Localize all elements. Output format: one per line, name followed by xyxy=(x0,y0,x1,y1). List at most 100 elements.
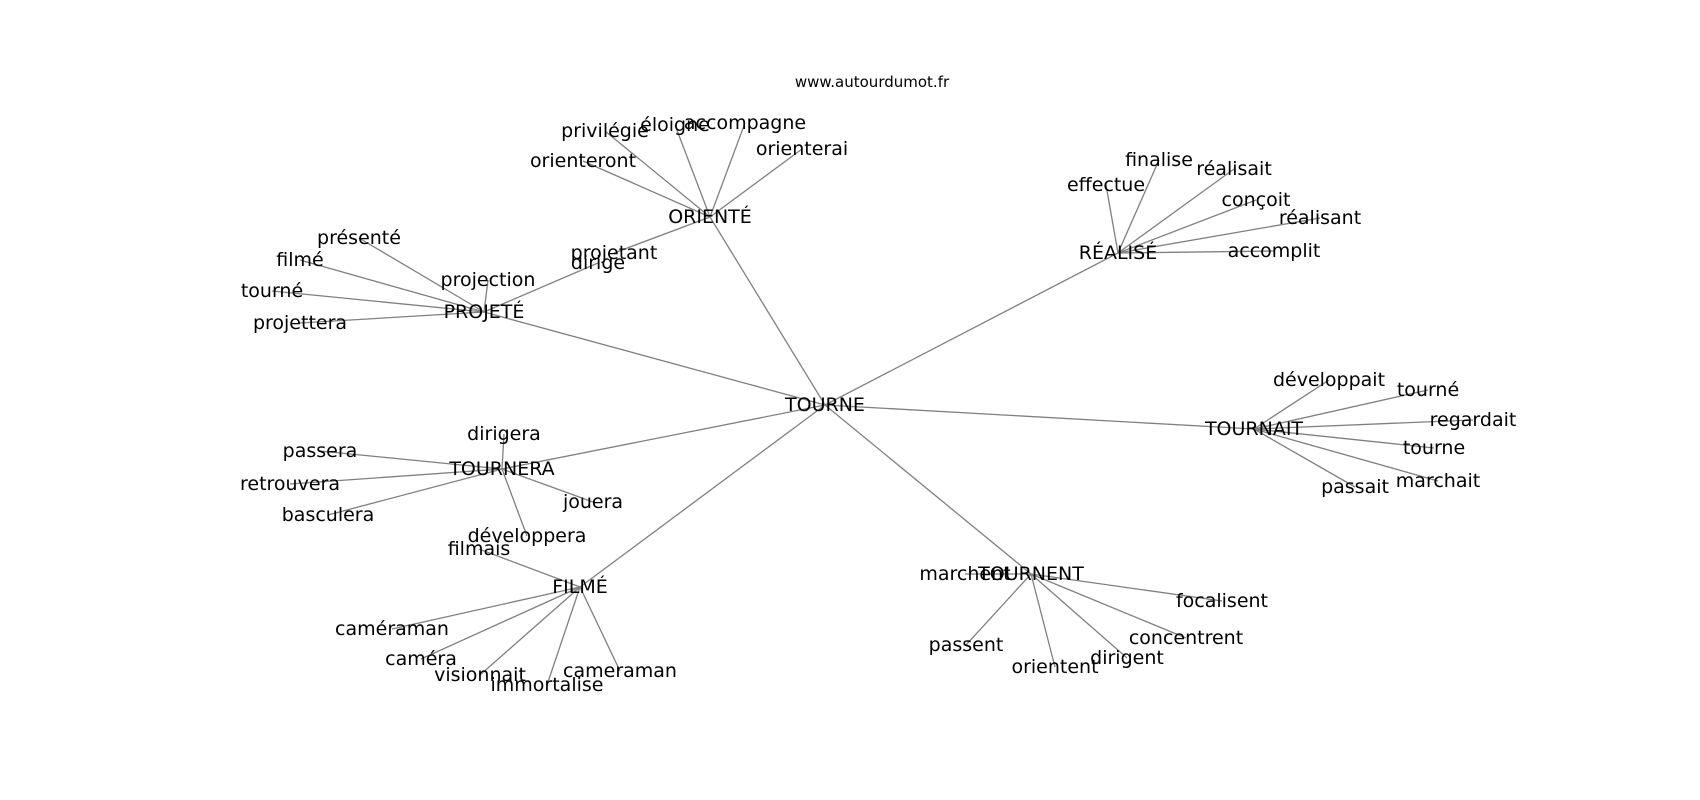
hub-node-label: RÉALISÉ xyxy=(1079,241,1157,264)
word-node-label: basculera xyxy=(282,504,375,526)
word-node-label: caméraman xyxy=(335,618,449,640)
word-node-label: passait xyxy=(1321,476,1389,498)
word-node-label: tourné xyxy=(241,280,303,302)
edge-hub-to-word xyxy=(1117,250,1275,254)
word-node-label: tourne xyxy=(1403,437,1465,459)
edge-hub-to-word xyxy=(1253,379,1330,430)
word-node-label: marchent xyxy=(919,563,1010,585)
word-node-label: marchait xyxy=(1396,470,1480,492)
edges xyxy=(271,122,1474,686)
edge-hub-to-word xyxy=(501,468,528,537)
word-node-label: réalisait xyxy=(1196,158,1272,180)
word-node-label: finalise xyxy=(1125,149,1193,171)
word-node-label: développera xyxy=(468,525,587,547)
edge-hub-to-word xyxy=(579,586,621,672)
word-node-label: orienteront xyxy=(530,150,636,172)
edge-hub-to-word xyxy=(391,586,581,630)
edge-hub-to-word xyxy=(1117,199,1257,254)
word-node-label: focalisent xyxy=(1176,590,1268,612)
edge-root-to-hub xyxy=(483,311,826,406)
hub-node-label: TOURNAIT xyxy=(1204,418,1303,440)
edge-hub-to-word xyxy=(709,122,746,218)
word-node-label: filmé xyxy=(276,249,323,271)
word-node-label: projetant xyxy=(571,242,658,264)
edge-root-to-hub xyxy=(824,404,1032,575)
edge-hub-to-word xyxy=(546,586,581,686)
word-node-label: éloigne xyxy=(640,114,710,136)
word-node-label: visionnait xyxy=(434,664,526,686)
edge-hub-to-word xyxy=(1253,419,1474,430)
edge-hub-to-word xyxy=(1030,573,1128,659)
edge-hub-to-word xyxy=(271,290,485,313)
word-node-label: passera xyxy=(283,440,358,462)
edge-hub-to-word xyxy=(327,468,503,516)
edge-hub-to-word xyxy=(1030,573,1056,668)
edge-hub-to-word xyxy=(478,548,581,588)
word-node-label: accompagne xyxy=(684,112,806,134)
word-node-label: regardait xyxy=(1430,409,1517,431)
edge-hub-to-word xyxy=(1030,573,1187,639)
word-node-label: orientent xyxy=(1011,656,1098,678)
edge-hub-to-word xyxy=(1117,217,1321,254)
hub-node-label: FILMÉ xyxy=(552,575,608,598)
word-node-label: cameraman xyxy=(563,660,677,682)
edge-hub-to-word xyxy=(289,468,503,485)
edge-hub-to-word xyxy=(1105,184,1119,254)
word-node-label: immortalise xyxy=(491,674,604,696)
word-node-label: filmais xyxy=(448,538,511,560)
edge-hub-to-word xyxy=(1117,168,1235,254)
word-node-label: privilégie xyxy=(561,120,649,142)
edge-hub-to-word xyxy=(1253,389,1429,430)
edge-root-to-hub xyxy=(709,216,826,406)
word-node-label: conçoit xyxy=(1222,189,1291,211)
root-node-label: TOURNE xyxy=(784,394,865,416)
hub-node-label: PROJETÉ xyxy=(444,300,525,323)
hub-node-label: TOURNERA xyxy=(448,458,554,480)
edge-hub-to-word xyxy=(674,124,711,218)
word-node-label: projettera xyxy=(253,312,347,334)
edge-hub-to-word xyxy=(1253,428,1435,449)
word-node-label: orienterai xyxy=(756,138,848,160)
edge-root-to-hub xyxy=(824,404,1255,430)
edge-hub-to-word xyxy=(1117,159,1160,254)
labels: www.autourdumot.fr TOURNE ORIENTÉ privilég… xyxy=(240,73,1516,696)
word-node-label: effectue xyxy=(1067,174,1145,196)
edge-hub-to-word xyxy=(358,237,485,313)
word-node-label: accomplit xyxy=(1228,240,1321,262)
edge-hub-to-word xyxy=(483,279,489,313)
word-node-label: tourné xyxy=(1397,379,1459,401)
word-node-label: retrouvera xyxy=(240,473,340,495)
edge-hub-to-word xyxy=(479,586,581,676)
edge-root-to-hub xyxy=(501,404,826,470)
edge-hub-to-word xyxy=(1253,428,1439,482)
word-node-label: concentrent xyxy=(1129,627,1243,649)
word-node-label: présenté xyxy=(317,227,401,249)
source-url: www.autourdumot.fr xyxy=(795,73,950,91)
word-node-label: réalisant xyxy=(1279,207,1361,229)
word-node-label: passent xyxy=(929,634,1004,656)
edge-root-to-hub xyxy=(824,252,1119,406)
edge-hub-to-word xyxy=(965,573,1032,646)
edge-hub-to-word xyxy=(604,130,711,218)
edge-hub-to-word xyxy=(1030,573,1223,602)
edge-hub-to-word xyxy=(613,216,711,254)
word-node-label: jouera xyxy=(562,491,623,513)
word-node-label: caméra xyxy=(385,648,457,670)
word-node-label: dirigera xyxy=(467,423,541,445)
edge-hub-to-word xyxy=(420,586,581,660)
edge-hub-to-word xyxy=(299,259,485,313)
hub-node-label: ORIENTÉ xyxy=(668,205,752,228)
edge-hub-to-word xyxy=(1253,428,1356,488)
word-node-label: développait xyxy=(1273,369,1385,391)
edge-hub-to-word xyxy=(319,450,503,470)
word-node-label: dirigent xyxy=(1090,647,1164,669)
hub-node-label: TOURNENT xyxy=(977,563,1084,585)
word-node-label: projection xyxy=(441,269,536,291)
edge-hub-to-word xyxy=(299,311,485,324)
edge-hub-to-word xyxy=(709,148,803,218)
edge-hub-to-word xyxy=(501,433,505,470)
edge-root-to-hub xyxy=(579,404,826,588)
edge-hub-to-word xyxy=(501,468,594,503)
word-node-label: dirige xyxy=(571,252,625,274)
edge-hub-to-word xyxy=(483,262,599,313)
